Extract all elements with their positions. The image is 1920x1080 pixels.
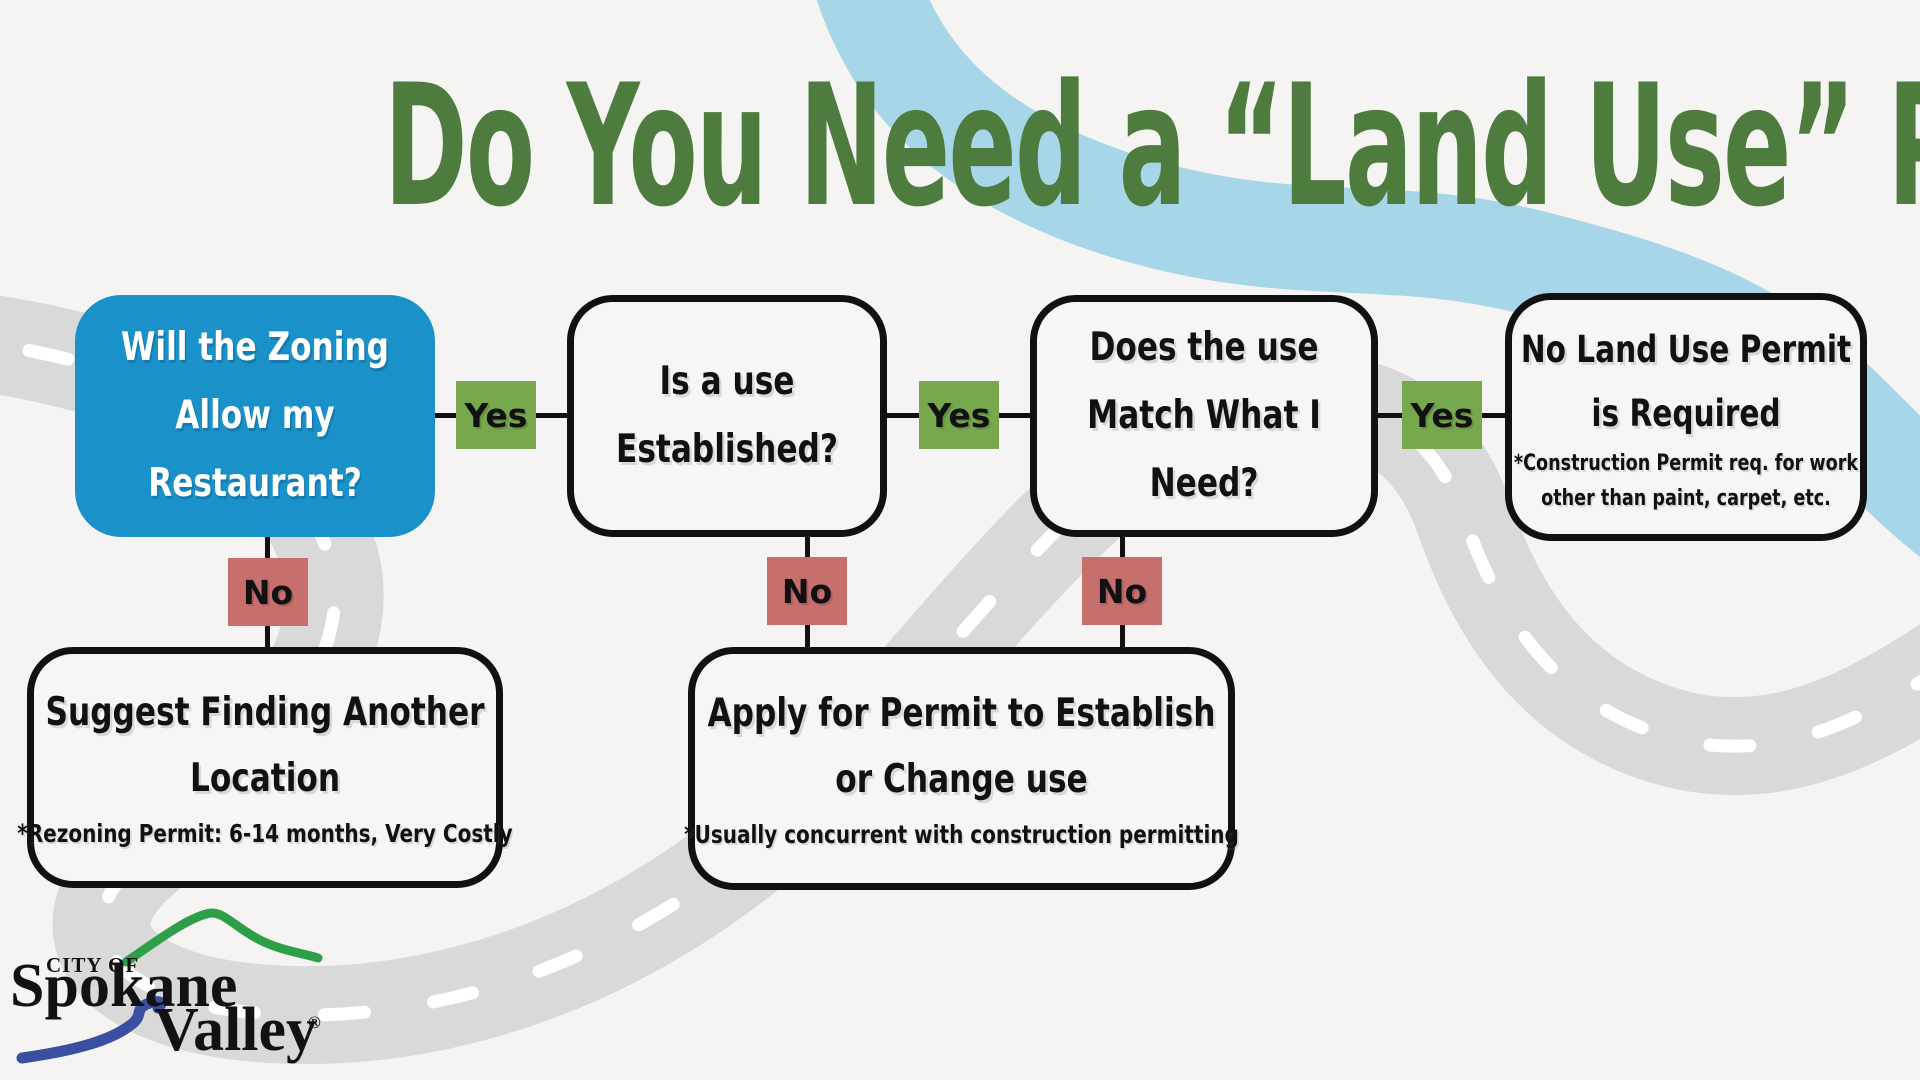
logo-city-of: CITY OF [46, 953, 139, 977]
flow-box-note: *Construction Permit req. for work [1513, 451, 1859, 476]
no-badge-3: No [1082, 557, 1162, 625]
flow-box-line: Apply for Permit to Establish [707, 690, 1216, 736]
flow-box-line: Location [189, 755, 341, 801]
logo-valley: Valley [154, 996, 317, 1064]
logo-registered-mark: ® [308, 1013, 321, 1032]
yes-badge-2: Yes [919, 381, 999, 449]
logo-mountain-ridge [121, 908, 323, 967]
road-center-dashes [0, 338, 1920, 1022]
flow-box-line: or Change use [835, 756, 1088, 802]
logo-spokane: Spokane [10, 952, 237, 1020]
flow-box-zoning-question: Will the Zoning Allow my Restaurant? [75, 295, 435, 537]
flow-box-line: is Required [1591, 392, 1781, 435]
flow-box-line: Need? [1149, 461, 1259, 506]
flow-box-line: Allow my [175, 393, 335, 438]
flow-box-line: No Land Use Permit [1520, 328, 1852, 371]
flow-box-line: Restaurant? [148, 461, 362, 506]
flow-box-line: Will the Zoning [120, 325, 390, 370]
logo-river-swoosh [16, 996, 167, 1064]
flow-box-line: Established? [616, 427, 838, 472]
flow-box-find-another-location: Suggest Finding Another Location *Rezoni… [17, 647, 513, 888]
flow-box-note: other than paint, carpet, etc. [1541, 486, 1831, 511]
flow-box-note: *Usually concurrent with construction pe… [684, 819, 1239, 849]
flow-box-apply-for-permit: Apply for Permit to Establish or Change … [684, 647, 1239, 890]
spokane-valley-logo: CITY OF Spokane Valley ® [10, 908, 323, 1064]
flow-box-line: Suggest Finding Another [45, 689, 485, 735]
no-badge-2: No [767, 557, 847, 625]
no-badge-1: No [228, 558, 308, 626]
flow-box-use-match: Does the use Match What I Need? [1030, 295, 1378, 537]
flow-box-line: Match What I [1087, 393, 1321, 438]
flow-box-no-permit-required: No Land Use Permit is Required *Construc… [1505, 293, 1867, 541]
yes-badge-1: Yes [456, 381, 536, 449]
flow-box-note: *Rezoning Permit: 6-14 months, Very Cost… [17, 818, 513, 848]
flow-box-line: Is a use [659, 359, 795, 404]
flow-box-use-established: Is a use Established? [567, 295, 887, 537]
page-title: Do You Need a “Land Use” Permit? [384, 48, 1920, 244]
flow-box-line: Does the use [1089, 325, 1319, 370]
yes-badge-3: Yes [1402, 381, 1482, 449]
